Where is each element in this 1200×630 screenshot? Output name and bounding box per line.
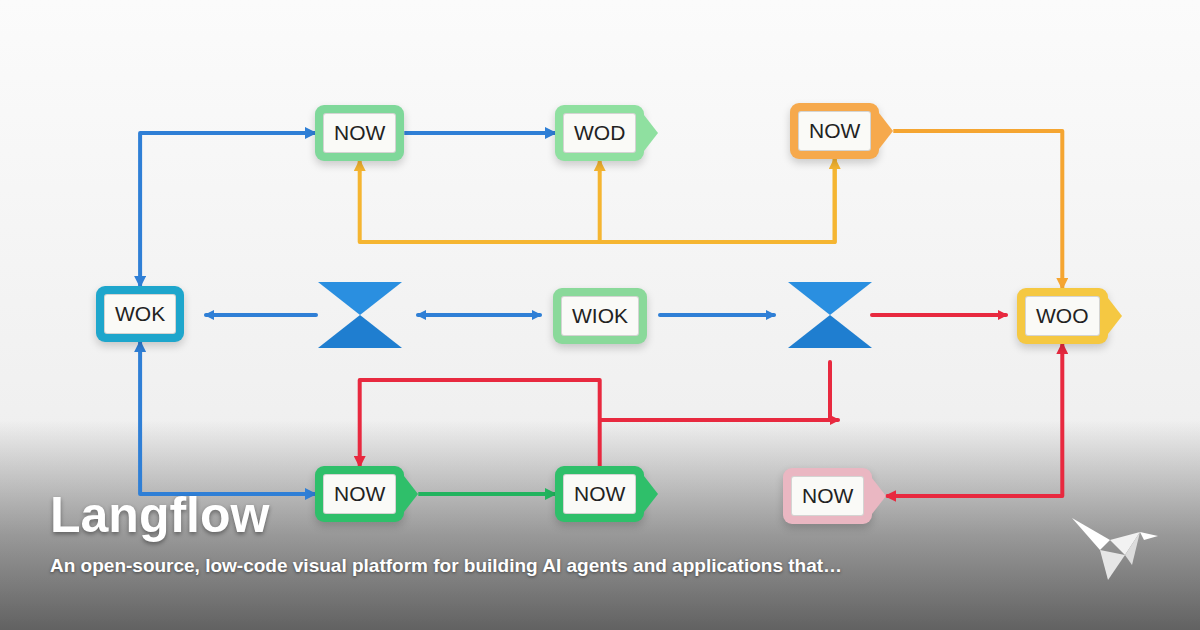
process-box: WOO [1017,288,1108,344]
connector [140,133,315,286]
process-box: NOW [315,105,404,161]
logo-bird [1070,510,1160,585]
connector [600,159,835,242]
connector [893,131,1062,288]
flow-arrow [600,362,838,420]
box-label: WIOK [561,296,639,336]
process-box: WIOK [553,288,647,344]
box-label: WOO [1025,296,1100,336]
box-label: NOW [563,474,636,514]
hourglass-symbol [318,282,402,348]
process-box: NOW [783,468,872,524]
flow-arrow [206,313,316,317]
flow-arrow [660,313,774,317]
process-box: NOW [315,466,404,522]
box-label: WOD [563,113,636,153]
connector [418,492,555,496]
process-box: NOW [555,466,644,522]
tag-point [644,115,658,151]
connector [140,342,315,494]
flow-arrow [418,313,540,317]
process-box: NOW [790,103,879,159]
box-label: NOW [323,113,396,153]
tag-point [872,478,886,514]
tag-point [404,476,418,512]
tag-point [1108,298,1122,334]
process-box: WOK [96,286,184,342]
connector [360,380,600,466]
hourglass-symbol [788,282,872,348]
tag-point [879,113,893,149]
connector [404,131,555,135]
connector [886,344,1062,496]
tag-point [644,476,658,512]
title: Langflow [50,490,269,540]
caption: An open-source, low-code visual platform… [50,555,842,578]
box-label: NOW [791,476,864,516]
box-label: NOW [323,474,396,514]
process-box: WOD [555,105,644,161]
connector [360,159,835,242]
flow-arrow [872,313,1006,317]
box-label: WOK [104,294,176,334]
box-label: NOW [798,111,871,151]
